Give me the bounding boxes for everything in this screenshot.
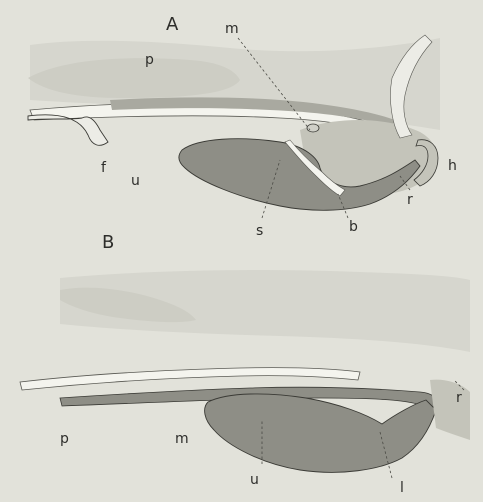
panel-a-part-m: m <box>225 21 239 37</box>
panel-b-part-r: r <box>456 390 462 406</box>
panel-b-sac <box>205 394 436 472</box>
panel-b-white-band <box>20 368 360 390</box>
panel-a-part-p: p <box>145 52 154 68</box>
panel-a-part-h: h <box>448 158 457 174</box>
panel-a-fold <box>28 115 108 146</box>
panel-a-label: A <box>166 14 179 35</box>
panel-a-part-u: u <box>131 173 140 189</box>
panel-a-part-f: f <box>101 160 107 176</box>
panel-a-part-s: s <box>256 223 263 239</box>
panel-a-knob <box>307 124 319 132</box>
panel-b-right-area <box>430 380 470 440</box>
panel-b-part-m: m <box>175 431 189 447</box>
panel-b-part-u: u <box>250 472 259 488</box>
panel-a-part-r: r <box>407 192 413 208</box>
panel-a-part-b: b <box>349 219 358 235</box>
panel-b-label: B <box>102 232 114 253</box>
panel-b-part-l: l <box>400 480 404 496</box>
panel-b-part-p: p <box>60 431 69 447</box>
panel-b: B r p m u l <box>20 232 470 496</box>
panel-a: A m p f u h r s b <box>28 14 457 239</box>
